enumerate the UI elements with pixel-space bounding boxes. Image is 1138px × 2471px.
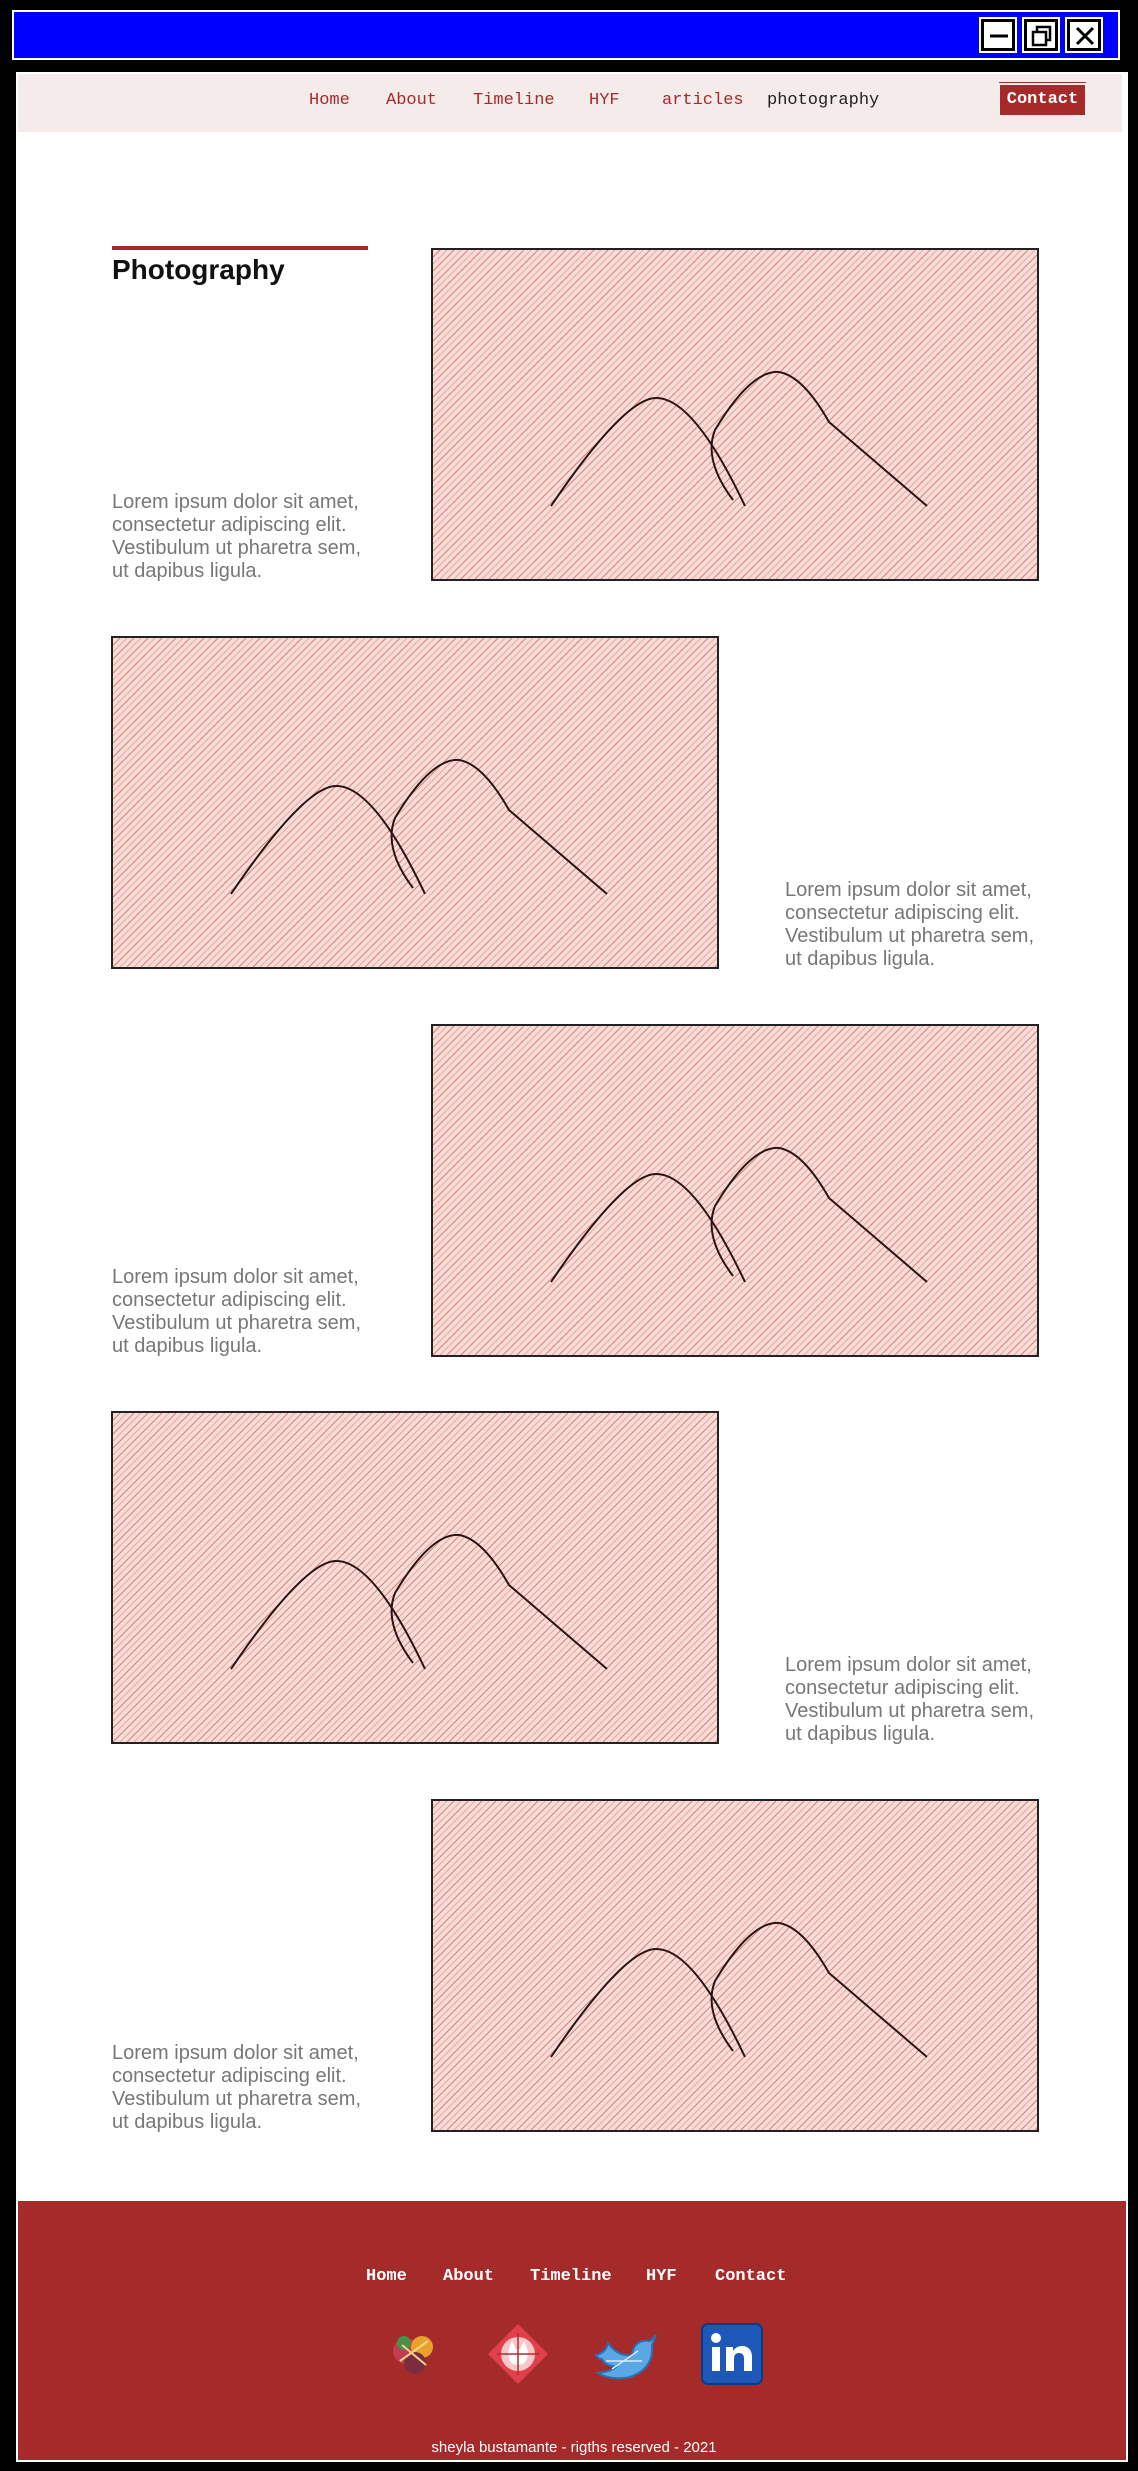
minimize-button[interactable]: [979, 17, 1017, 53]
image-placeholder-icon: [433, 250, 1037, 579]
gallery-image-1[interactable]: [431, 248, 1039, 581]
twitter-social-link[interactable]: [592, 2321, 658, 2387]
footer-contact-link[interactable]: Contact: [715, 2267, 787, 2286]
maximize-button[interactable]: [1022, 17, 1060, 53]
nav-about-link[interactable]: About: [386, 91, 438, 110]
gallery-image-3[interactable]: [431, 1024, 1039, 1357]
linkedin-icon: [701, 2323, 763, 2385]
minimize-icon: [990, 34, 1008, 38]
title-accent-rule: [112, 246, 368, 250]
image-placeholder-icon: [113, 638, 717, 967]
gallery-image-4[interactable]: [111, 1411, 719, 1744]
gallery-caption-4: Lorem ipsum dolor sit amet, consectetur …: [785, 1654, 1035, 1745]
github-icon: [488, 2324, 548, 2384]
maximize-icon: [1031, 25, 1052, 47]
linkedin-social-link[interactable]: [699, 2321, 765, 2387]
footer-hyf-link[interactable]: HYF: [646, 2267, 677, 2286]
gallery-caption-3: Lorem ipsum dolor sit amet, consectetur …: [112, 1266, 362, 1357]
nav-photography-link[interactable]: photography: [767, 91, 880, 110]
page-title: Photography: [112, 254, 285, 285]
hyf-social-link[interactable]: [382, 2321, 448, 2387]
contact-button[interactable]: Contact: [999, 82, 1086, 115]
gallery-caption-2: Lorem ipsum dolor sit amet, consectetur …: [785, 879, 1035, 970]
window-title-bar: [12, 10, 1120, 60]
hyf-icon: [393, 2336, 433, 2374]
nav-articles-link[interactable]: articles: [662, 91, 744, 110]
image-placeholder-icon: [433, 1026, 1037, 1355]
copyright-text: sheyla bustamante - rigths reserved - 20…: [431, 2439, 717, 2456]
browser-window: Home About Timeline HYF articles photogr…: [16, 72, 1128, 2462]
top-navigation: Home About Timeline HYF articles photogr…: [18, 74, 1122, 132]
close-icon: [1075, 26, 1095, 46]
nav-timeline-link[interactable]: Timeline: [473, 91, 555, 110]
nav-home-link[interactable]: Home: [309, 91, 350, 110]
gallery-caption-5: Lorem ipsum dolor sit amet, consectetur …: [112, 2042, 362, 2133]
gallery-image-2[interactable]: [111, 636, 719, 969]
close-button[interactable]: [1065, 17, 1103, 53]
image-placeholder-icon: [113, 1413, 717, 1742]
footer-timeline-link[interactable]: Timeline: [530, 2267, 612, 2286]
footer: Home About Timeline HYF Contact: [18, 2201, 1126, 2460]
github-social-link[interactable]: [485, 2321, 551, 2387]
nav-hyf-link[interactable]: HYF: [589, 91, 620, 110]
footer-about-link[interactable]: About: [443, 2267, 495, 2286]
footer-home-link[interactable]: Home: [366, 2267, 407, 2286]
twitter-icon: [594, 2334, 657, 2380]
gallery-caption-1: Lorem ipsum dolor sit amet, consectetur …: [112, 491, 362, 582]
image-placeholder-icon: [433, 1801, 1037, 2130]
gallery-image-5[interactable]: [431, 1799, 1039, 2132]
